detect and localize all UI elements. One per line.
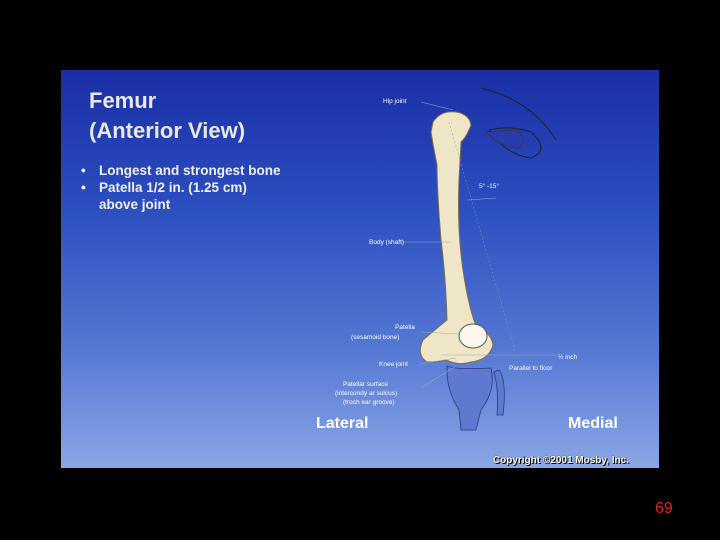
slide-title: Femur (Anterior View) bbox=[89, 88, 246, 143]
pelvis-outline bbox=[480, 87, 557, 159]
bullet-continuation: above joint bbox=[99, 197, 171, 212]
label-half-inch: ½ inch bbox=[558, 353, 578, 361]
label-patellar-surface-sub2: (troch ear groove) bbox=[343, 399, 395, 406]
bullet-item: Longest and strongest bone bbox=[81, 162, 281, 179]
page-number: 69 bbox=[655, 500, 673, 517]
femur-bone bbox=[419, 111, 494, 365]
bullet-list: Longest and strongest bone Patella 1/2 i… bbox=[81, 162, 281, 213]
label-patella-sub: (sesamoid bone) bbox=[351, 334, 399, 341]
copyright: Copyright ©2001 Mosby, Inc. bbox=[492, 455, 629, 466]
bullet-item: Patella 1/2 in. (1.25 cm) bbox=[81, 179, 281, 196]
label-patellar-surface-sub1: (intercondy ar sulcus) bbox=[335, 390, 397, 397]
label-knee-joint: Knee joint bbox=[379, 361, 408, 368]
label-hip-joint: Hip joint bbox=[383, 98, 407, 105]
acetabulum bbox=[485, 129, 524, 149]
fibula bbox=[493, 369, 505, 416]
patella bbox=[458, 323, 488, 349]
label-body-shaft: Body (shaft) bbox=[369, 239, 404, 246]
label-parallel-floor: Parallel to floor bbox=[509, 365, 553, 372]
label-patellar-surface: Patellar surface bbox=[343, 381, 389, 388]
tibia bbox=[446, 365, 493, 431]
label-medial: Medial bbox=[568, 415, 618, 432]
label-angle: 5° -15° bbox=[479, 182, 499, 190]
label-lateral: Lateral bbox=[316, 415, 369, 432]
slide: Femur (Anterior View) Longest and strong… bbox=[61, 70, 659, 468]
label-patella: Patella bbox=[395, 324, 415, 331]
femur-diagram: Hip joint 5° -15° Body (shaft) Patella (… bbox=[335, 87, 578, 431]
